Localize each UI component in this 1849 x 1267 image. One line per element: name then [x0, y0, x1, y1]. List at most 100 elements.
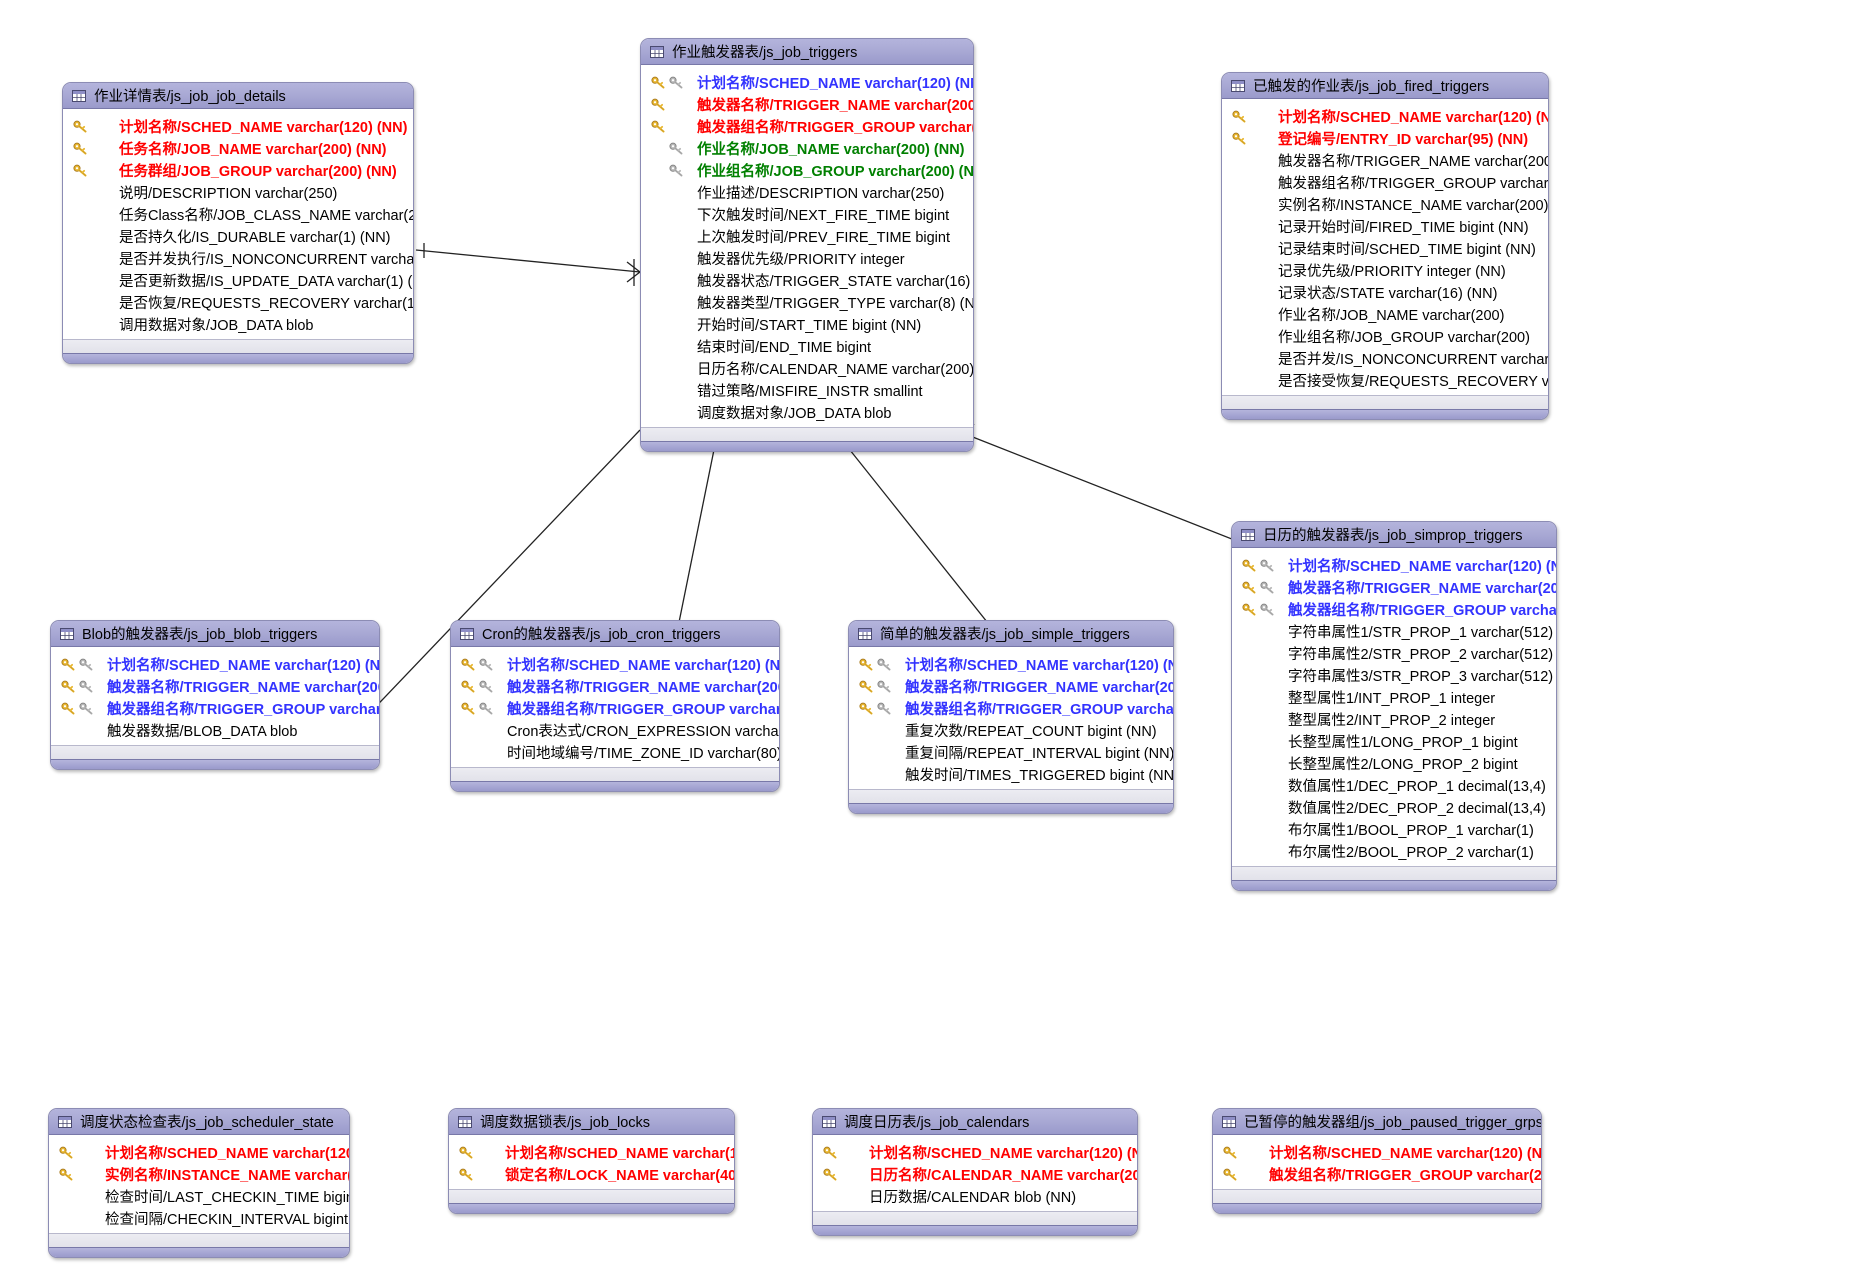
attribute-row[interactable]: 触发器名称/TRIGGER_NAME varchar(200) (NN) — [641, 93, 973, 115]
attribute-row[interactable]: 是否更新数据/IS_UPDATE_DATA varchar(1) (NN) — [63, 269, 413, 291]
entity-simple_triggers[interactable]: 简单的触发器表/js_job_simple_triggers 计划名称/SCHED… — [848, 620, 1174, 814]
attribute-row[interactable]: 计划名称/SCHED_NAME varchar(120) (NN) — [849, 653, 1173, 675]
attribute-row[interactable]: 任务群组/JOB_GROUP varchar(200) (NN) — [63, 159, 413, 181]
attribute-row[interactable]: 作业组名称/JOB_GROUP varchar(200) — [1222, 325, 1548, 347]
attribute-row[interactable]: 计划名称/SCHED_NAME varchar(120) (NN) — [451, 653, 779, 675]
attribute-row[interactable]: 计划名称/SCHED_NAME varchar(120) (NN) — [449, 1141, 734, 1163]
entity-fired_triggers[interactable]: 已触发的作业表/js_job_fired_triggers 计划名称/SCHED_… — [1221, 72, 1549, 420]
attribute-row[interactable]: 字符串属性1/STR_PROP_1 varchar(512) — [1232, 620, 1556, 642]
entity-cron_triggers[interactable]: Cron的触发器表/js_job_cron_triggers 计划名称/SCHED… — [450, 620, 780, 792]
entity-job_details[interactable]: 作业详情表/js_job_job_details 计划名称/SCHED_NAME … — [62, 82, 414, 364]
attribute-row[interactable]: 布尔属性2/BOOL_PROP_2 varchar(1) — [1232, 840, 1556, 862]
entity-header-locks[interactable]: 调度数据锁表/js_job_locks — [449, 1109, 734, 1135]
attribute-row[interactable]: 触发器组名称/TRIGGER_GROUP varchar(200) (NN) — [849, 697, 1173, 719]
attribute-row[interactable]: 计划名称/SCHED_NAME varchar(120) (NN) — [51, 653, 379, 675]
attribute-row[interactable]: 作业组名称/JOB_GROUP varchar(200) (NN) — [641, 159, 973, 181]
attribute-row[interactable]: 任务名称/JOB_NAME varchar(200) (NN) — [63, 137, 413, 159]
attribute-row[interactable]: 计划名称/SCHED_NAME varchar(120) (NN) — [63, 115, 413, 137]
attribute-row[interactable]: 长整型属性1/LONG_PROP_1 bigint — [1232, 730, 1556, 752]
attribute-row[interactable]: 检查间隔/CHECKIN_INTERVAL bigint (NN) — [49, 1207, 349, 1229]
attribute-row[interactable]: 调度数据对象/JOB_DATA blob — [641, 401, 973, 423]
entity-header-job_triggers[interactable]: 作业触发器表/js_job_triggers — [641, 39, 973, 65]
attribute-row[interactable]: 调用数据对象/JOB_DATA blob — [63, 313, 413, 335]
attribute-row[interactable]: 触发器名称/TRIGGER_NAME varchar(200) (NN) — [51, 675, 379, 697]
attribute-row[interactable]: 触发器优先级/PRIORITY integer — [641, 247, 973, 269]
entity-simprop_triggers[interactable]: 日历的触发器表/js_job_simprop_triggers 计划名称/SCHE… — [1231, 521, 1557, 891]
attribute-row[interactable]: 触发器组名称/TRIGGER_GROUP varchar(200) (NN) — [51, 697, 379, 719]
entity-header-simprop_triggers[interactable]: 日历的触发器表/js_job_simprop_triggers — [1232, 522, 1556, 548]
attribute-row[interactable]: 触发器组名称/TRIGGER_GROUP varchar(200) (NN) — [1222, 171, 1548, 193]
attribute-row[interactable]: 作业名称/JOB_NAME varchar(200) — [1222, 303, 1548, 325]
entity-paused_trigger_grps[interactable]: 已暂停的触发器组/js_job_paused_trigger_grps 计划名称/… — [1212, 1108, 1542, 1214]
attribute-row[interactable]: 字符串属性2/STR_PROP_2 varchar(512) — [1232, 642, 1556, 664]
attribute-row[interactable]: 触发时间/TIMES_TRIGGERED bigint (NN) — [849, 763, 1173, 785]
attribute-row[interactable]: 记录开始时间/FIRED_TIME bigint (NN) — [1222, 215, 1548, 237]
entity-locks[interactable]: 调度数据锁表/js_job_locks 计划名称/SCHED_NAME varch… — [448, 1108, 735, 1214]
attribute-row[interactable]: 整型属性1/INT_PROP_1 integer — [1232, 686, 1556, 708]
attribute-row[interactable]: 时间地域编号/TIME_ZONE_ID varchar(80) — [451, 741, 779, 763]
attribute-row[interactable]: 是否恢复/REQUESTS_RECOVERY varchar(1) (NN) — [63, 291, 413, 313]
entity-header-fired_triggers[interactable]: 已触发的作业表/js_job_fired_triggers — [1222, 73, 1548, 99]
attribute-row[interactable]: 作业描述/DESCRIPTION varchar(250) — [641, 181, 973, 203]
attribute-row[interactable]: 是否并发/IS_NONCONCURRENT varchar(1) — [1222, 347, 1548, 369]
entity-header-cron_triggers[interactable]: Cron的触发器表/js_job_cron_triggers — [451, 621, 779, 647]
attribute-row[interactable]: 触发器组名称/TRIGGER_GROUP varchar(200) (NN) — [451, 697, 779, 719]
attribute-row[interactable]: 日历数据/CALENDAR blob (NN) — [813, 1185, 1137, 1207]
attribute-row[interactable]: 触发器名称/TRIGGER_NAME varchar(200) (NN) — [849, 675, 1173, 697]
attribute-row[interactable]: 触发器名称/TRIGGER_NAME varchar(200) (NN) — [451, 675, 779, 697]
attribute-row[interactable]: 计划名称/SCHED_NAME varchar(120) (NN) — [1222, 105, 1548, 127]
attribute-row[interactable]: 是否接受恢复/REQUESTS_RECOVERY varchar(1) — [1222, 369, 1548, 391]
attribute-row[interactable]: 实例名称/INSTANCE_NAME varchar(200) (NN) — [1222, 193, 1548, 215]
entity-header-job_details[interactable]: 作业详情表/js_job_job_details — [63, 83, 413, 109]
attribute-row[interactable]: 下次触发时间/NEXT_FIRE_TIME bigint — [641, 203, 973, 225]
attribute-row[interactable]: 字符串属性3/STR_PROP_3 varchar(512) — [1232, 664, 1556, 686]
attribute-row[interactable]: 触发器数据/BLOB_DATA blob — [51, 719, 379, 741]
attribute-row[interactable]: 触发器状态/TRIGGER_STATE varchar(16) (NN) — [641, 269, 973, 291]
attribute-row[interactable]: 上次触发时间/PREV_FIRE_TIME bigint — [641, 225, 973, 247]
attribute-row[interactable]: 登记编号/ENTRY_ID varchar(95) (NN) — [1222, 127, 1548, 149]
attribute-row[interactable]: 触发组名称/TRIGGER_GROUP varchar(200) (NN) — [1213, 1163, 1541, 1185]
entity-header-calendars[interactable]: 调度日历表/js_job_calendars — [813, 1109, 1137, 1135]
attribute-row[interactable]: 计划名称/SCHED_NAME varchar(120) (NN) — [49, 1141, 349, 1163]
entity-header-blob_triggers[interactable]: Blob的触发器表/js_job_blob_triggers — [51, 621, 379, 647]
entity-calendars[interactable]: 调度日历表/js_job_calendars 计划名称/SCHED_NAME va… — [812, 1108, 1138, 1236]
attribute-row[interactable]: 开始时间/START_TIME bigint (NN) — [641, 313, 973, 335]
attribute-row[interactable]: 任务Class名称/JOB_CLASS_NAME varchar(250) (N… — [63, 203, 413, 225]
attribute-row[interactable]: 记录优先级/PRIORITY integer (NN) — [1222, 259, 1548, 281]
entity-job_triggers[interactable]: 作业触发器表/js_job_triggers 计划名称/SCHED_NAME va… — [640, 38, 974, 452]
attribute-row[interactable]: 重复次数/REPEAT_COUNT bigint (NN) — [849, 719, 1173, 741]
attribute-row[interactable]: 锁定名称/LOCK_NAME varchar(40) (NN) — [449, 1163, 734, 1185]
attribute-row[interactable]: 计划名称/SCHED_NAME varchar(120) (NN) — [1213, 1141, 1541, 1163]
attribute-row[interactable]: 触发器名称/TRIGGER_NAME varchar(200) (NN) — [1222, 149, 1548, 171]
attribute-row[interactable]: 触发器组名称/TRIGGER_GROUP varchar(200) (NN) — [1232, 598, 1556, 620]
entity-header-paused_trigger_grps[interactable]: 已暂停的触发器组/js_job_paused_trigger_grps — [1213, 1109, 1541, 1135]
entity-blob_triggers[interactable]: Blob的触发器表/js_job_blob_triggers 计划名称/SCHED… — [50, 620, 380, 770]
entity-header-scheduler_state[interactable]: 调度状态检查表/js_job_scheduler_state — [49, 1109, 349, 1135]
attribute-row[interactable]: 记录状态/STATE varchar(16) (NN) — [1222, 281, 1548, 303]
attribute-row[interactable]: 触发器名称/TRIGGER_NAME varchar(200) (NN) — [1232, 576, 1556, 598]
attribute-row[interactable]: 记录结束时间/SCHED_TIME bigint (NN) — [1222, 237, 1548, 259]
attribute-row[interactable]: 检查时间/LAST_CHECKIN_TIME bigint (NN) — [49, 1185, 349, 1207]
attribute-row[interactable]: 计划名称/SCHED_NAME varchar(120) (NN) — [641, 71, 973, 93]
attribute-row[interactable]: 计划名称/SCHED_NAME varchar(120) (NN) — [813, 1141, 1137, 1163]
entity-header-simple_triggers[interactable]: 简单的触发器表/js_job_simple_triggers — [849, 621, 1173, 647]
attribute-row[interactable]: Cron表达式/CRON_EXPRESSION varchar(120) (NN… — [451, 719, 779, 741]
attribute-row[interactable]: 触发器类型/TRIGGER_TYPE varchar(8) (NN) — [641, 291, 973, 313]
attribute-row[interactable]: 是否并发执行/IS_NONCONCURRENT varchar(1) (NN) — [63, 247, 413, 269]
attribute-row[interactable]: 说明/DESCRIPTION varchar(250) — [63, 181, 413, 203]
attribute-row[interactable]: 布尔属性1/BOOL_PROP_1 varchar(1) — [1232, 818, 1556, 840]
attribute-row[interactable]: 作业名称/JOB_NAME varchar(200) (NN) — [641, 137, 973, 159]
attribute-row[interactable]: 数值属性2/DEC_PROP_2 decimal(13,4) — [1232, 796, 1556, 818]
attribute-row[interactable]: 数值属性1/DEC_PROP_1 decimal(13,4) — [1232, 774, 1556, 796]
attribute-row[interactable]: 日历名称/CALENDAR_NAME varchar(200) — [641, 357, 973, 379]
entity-scheduler_state[interactable]: 调度状态检查表/js_job_scheduler_state 计划名称/SCHED… — [48, 1108, 350, 1258]
attribute-row[interactable]: 实例名称/INSTANCE_NAME varchar(200) (NN) — [49, 1163, 349, 1185]
attribute-row[interactable]: 日历名称/CALENDAR_NAME varchar(200) (NN) — [813, 1163, 1137, 1185]
attribute-row[interactable]: 长整型属性2/LONG_PROP_2 bigint — [1232, 752, 1556, 774]
attribute-row[interactable]: 计划名称/SCHED_NAME varchar(120) (NN) — [1232, 554, 1556, 576]
attribute-row[interactable]: 重复间隔/REPEAT_INTERVAL bigint (NN) — [849, 741, 1173, 763]
attribute-row[interactable]: 结束时间/END_TIME bigint — [641, 335, 973, 357]
attribute-row[interactable]: 整型属性2/INT_PROP_2 integer — [1232, 708, 1556, 730]
attribute-row[interactable]: 错过策略/MISFIRE_INSTR smallint — [641, 379, 973, 401]
attribute-row[interactable]: 触发器组名称/TRIGGER_GROUP varchar(200) (NN) — [641, 115, 973, 137]
